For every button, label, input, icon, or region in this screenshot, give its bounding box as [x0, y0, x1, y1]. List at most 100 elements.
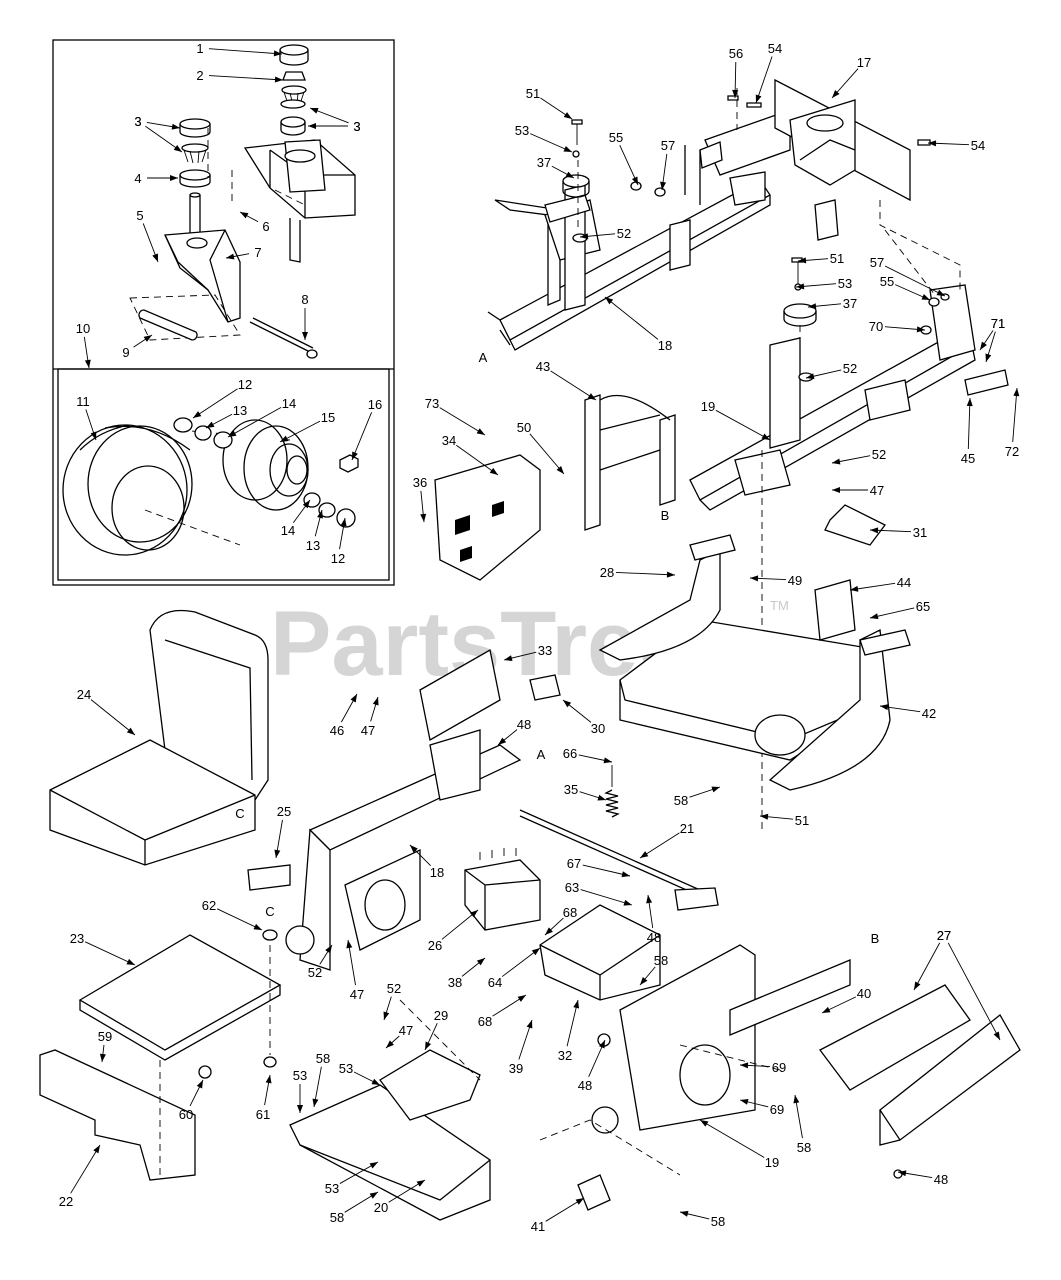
callout-number: 72: [1005, 444, 1019, 459]
callout-c64: 64: [488, 947, 541, 990]
callout-c54b: 54: [927, 138, 985, 153]
leader-line: [947, 942, 1001, 1041]
callout-c67: 67: [567, 856, 631, 878]
callout-number: 46: [330, 723, 344, 738]
leader-arrowhead: [640, 851, 649, 858]
callout-c54a: 54: [755, 41, 782, 104]
reference-letter-rB2: B: [871, 931, 880, 946]
callout-number: 30: [591, 721, 605, 736]
leader-arrowhead: [253, 923, 262, 930]
lower-frame-assembly: [285, 729, 1021, 1221]
callout-c12a: 12: [192, 377, 252, 419]
callout-c21: 21: [639, 821, 694, 859]
leader-arrowhead: [531, 948, 540, 956]
leader-arrowhead: [822, 1006, 831, 1013]
callout-c38: 38: [448, 957, 486, 990]
leader-arrowhead: [206, 421, 215, 428]
callout-c5: 5: [136, 208, 159, 263]
leader-line: [582, 864, 631, 877]
leader-arrowhead: [498, 737, 507, 745]
leader-arrowhead: [302, 500, 310, 509]
callout-c3c: 3: [309, 107, 361, 134]
callout-c28: 28: [600, 565, 676, 580]
callout-c52b: 52: [805, 361, 857, 380]
callout-number: 52: [617, 226, 631, 241]
leader-arrowhead: [921, 294, 930, 300]
leader-line: [90, 699, 136, 736]
callout-c51b: 51: [797, 251, 844, 266]
leader-arrowhead: [126, 958, 135, 965]
leader-arrowhead: [171, 123, 180, 130]
leader-line: [699, 1119, 765, 1158]
callout-number: 2: [196, 68, 203, 83]
leader-arrowhead: [985, 353, 992, 362]
leader-arrowhead: [573, 1000, 580, 1009]
callout-number: 58: [316, 1051, 330, 1066]
callout-number: 35: [564, 782, 578, 797]
leader-arrowhead: [226, 253, 235, 260]
callout-number: 47: [361, 723, 375, 738]
callout-number: 3: [353, 119, 360, 134]
leader-arrowhead: [700, 1120, 709, 1127]
reference-letter-rC2: C: [265, 904, 274, 919]
leader-line: [84, 941, 136, 966]
callout-c69b: 69: [739, 1098, 784, 1117]
callout-c35: 35: [564, 782, 607, 801]
callout-number: 51: [795, 813, 809, 828]
callout-c62: 62: [202, 898, 263, 931]
leader-arrowhead: [563, 112, 572, 119]
leader-arrowhead: [599, 1040, 605, 1049]
callout-number: 15: [321, 410, 335, 425]
callout-number: 11: [76, 394, 90, 409]
callout-number: 14: [282, 396, 296, 411]
callout-c18b: 18: [409, 844, 444, 880]
leader-line: [351, 412, 372, 461]
callout-c30: 30: [562, 699, 605, 736]
callout-c45: 45: [961, 397, 975, 466]
callout-c53a: 53: [515, 123, 573, 153]
callout-c58c: 58: [312, 1051, 330, 1108]
callout-c23: 23: [70, 931, 136, 966]
leader-arrowhead: [936, 289, 945, 296]
callout-number: 54: [971, 138, 985, 153]
middle-frame-parts: [419, 394, 911, 911]
callout-number: 18: [658, 338, 672, 353]
callout-number: 52: [308, 965, 322, 980]
callout-number: 54: [768, 41, 782, 56]
callout-number: 66: [563, 746, 577, 761]
callout-number: 9: [122, 345, 129, 360]
callout-c51a: 51: [526, 86, 573, 120]
callout-c13a: 13: [205, 403, 247, 429]
leader-arrowhead: [410, 845, 418, 853]
callout-number: 41: [531, 1219, 545, 1234]
callout-number: 18: [430, 865, 444, 880]
callout-number: 69: [770, 1102, 784, 1117]
callout-c51c: 51: [759, 813, 809, 828]
callout-number: 22: [59, 1194, 73, 1209]
callout-c61: 61: [256, 1074, 272, 1122]
callout-number: 21: [680, 821, 694, 836]
callout-number: 59: [98, 1029, 112, 1044]
callout-c46: 46: [330, 693, 358, 738]
callout-c31: 31: [869, 525, 927, 540]
leader-arrowhead: [420, 513, 427, 522]
leader-arrowhead: [563, 700, 572, 708]
leader-arrowhead: [808, 303, 817, 310]
callout-number: 53: [515, 123, 529, 138]
callout-c72: 72: [1005, 387, 1020, 459]
callout-number: 17: [857, 55, 871, 70]
callout-number: 34: [442, 433, 456, 448]
callout-number: 73: [425, 396, 439, 411]
reference-letter-rB1: B: [661, 508, 670, 523]
callout-c34: 34: [442, 433, 499, 476]
callout-number: 4: [134, 171, 141, 186]
callout-c52c: 52: [831, 447, 886, 465]
leader-arrowhead: [350, 694, 357, 703]
callout-number: 70: [869, 319, 883, 334]
callout-number: 5: [136, 208, 143, 223]
reference-letter-rA2: A: [537, 747, 546, 762]
callout-number: 48: [517, 717, 531, 732]
leader-arrowhead: [740, 1098, 749, 1105]
callout-number: 58: [674, 793, 688, 808]
leader-arrowhead: [99, 1053, 106, 1062]
